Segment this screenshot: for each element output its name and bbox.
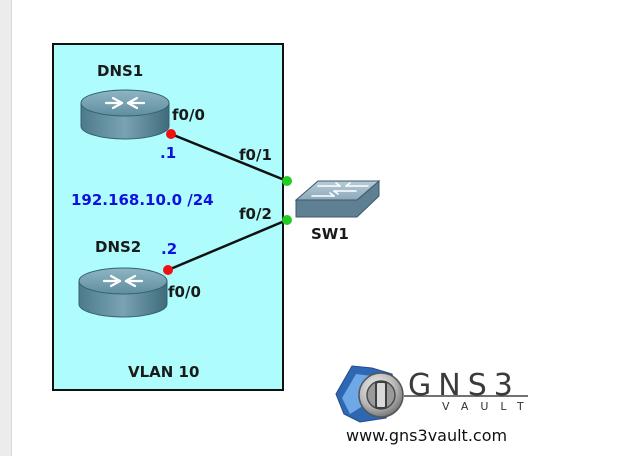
router-dns1-ip-label: .1 xyxy=(160,144,177,162)
router-dns1-label: DNS1 xyxy=(97,62,144,80)
left-border-strip xyxy=(0,0,12,456)
logo-subword: VAULT xyxy=(442,400,536,413)
router-dns2-label: DNS2 xyxy=(95,238,142,256)
router-dns2-interface-label: f0/0 xyxy=(168,283,201,301)
switch-port1-label: f0/1 xyxy=(239,146,272,164)
router-dns1-icon[interactable] xyxy=(80,89,170,140)
subnet-label: 192.168.10.0 /24 xyxy=(71,191,214,209)
dns1-port-endpoint xyxy=(166,129,176,139)
footer-url-link[interactable]: www.gns3vault.com xyxy=(346,426,508,445)
router-dns1-interface-label: f0/0 xyxy=(172,106,205,124)
dns2-port-endpoint xyxy=(163,265,173,275)
link-dns1-sw1 xyxy=(170,132,288,183)
sw1-port2-endpoint xyxy=(282,215,292,225)
vlan-label: VLAN 10 xyxy=(128,363,200,381)
sw1-port1-endpoint xyxy=(282,176,292,186)
link-dns2-sw1 xyxy=(167,218,288,272)
switch-port2-label: f0/2 xyxy=(239,205,272,223)
logo-wordmark: GNS3 xyxy=(408,368,520,403)
switch-sw1-icon[interactable] xyxy=(294,179,381,218)
switch-sw1-label: SW1 xyxy=(311,225,349,243)
gns3-vault-logo-icon xyxy=(335,365,528,423)
router-dns2-icon[interactable] xyxy=(78,267,168,318)
router-dns2-ip-label: .2 xyxy=(161,240,178,258)
